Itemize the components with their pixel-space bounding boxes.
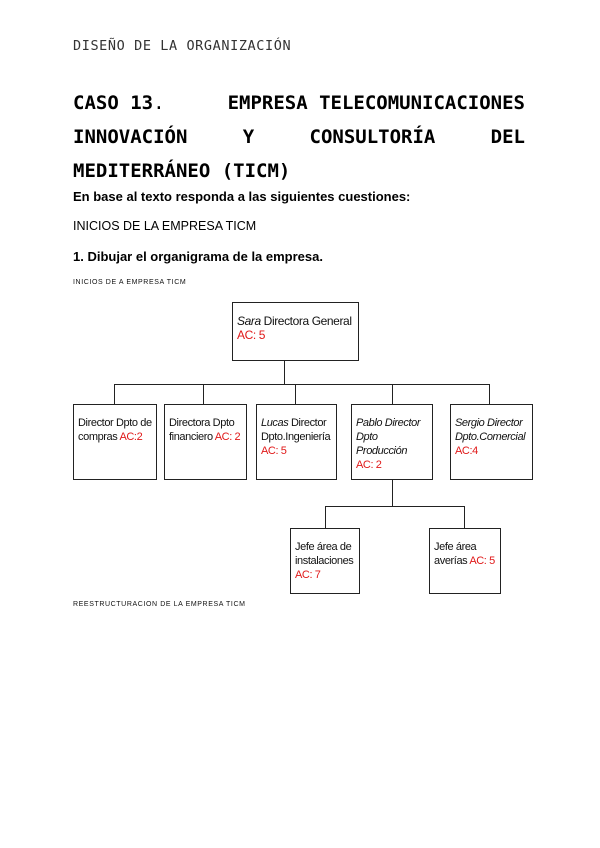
connector-root [284, 361, 285, 384]
title-company-part1: EMPRESA TELECOMUNICACIONES [227, 92, 525, 114]
connector-production [392, 480, 393, 506]
org-box-produccion: Pablo Director Dpto Producción AC: 2 [351, 404, 433, 480]
title-line-1: CASO 13. EMPRESA TELECOMUNICACIONES [73, 86, 525, 120]
section-heading: INICIOS DE LA EMPRESA TICM [73, 219, 257, 233]
connector-l1 [203, 384, 204, 405]
org-role: Directora Dpto financiero [169, 417, 235, 443]
org-ac: AC:4 [455, 445, 478, 457]
title-line-2: INNOVACIÓN Y CONSULTORÍA DEL [73, 120, 525, 154]
org-ac: AC: 5 [237, 328, 266, 342]
title-line-3: MEDITERRÁNEO (TICM) [73, 160, 291, 182]
org-ac: AC: 2 [214, 431, 241, 443]
intro-text: En base al texto responda a las siguient… [73, 189, 411, 204]
org-box-averias: Jefe área averías AC: 5 [429, 528, 501, 594]
org-person-name: Sergio Director Dpto.Comercial [455, 417, 526, 443]
org-person-name: Pablo Director Dpto Producción [356, 417, 421, 457]
org-box-instalaciones: Jefe área de instalaciones AC: 7 [290, 528, 360, 594]
title-word: INNOVACIÓN [73, 126, 188, 148]
org-role: Jefe área averías [434, 541, 477, 567]
org-person-name: Sara [237, 314, 261, 328]
connector-l2 [464, 506, 465, 528]
title-dot: . [153, 92, 165, 114]
title-word: Y [242, 126, 255, 148]
connector-l1 [489, 384, 490, 405]
title-word: CONSULTORÍA [309, 126, 436, 148]
connector-level1-bar [114, 384, 490, 385]
org-role: Director Dpto de compras [78, 417, 152, 443]
case-title: CASO 13. EMPRESA TELECOMUNICACIONES INNO… [73, 86, 525, 188]
connector-level2-bar [325, 506, 465, 507]
org-role: Jefe área de instalaciones [295, 541, 354, 567]
connector-l1 [392, 384, 393, 405]
question-1: 1. Dibujar el organigrama de la empresa. [73, 249, 323, 264]
org-ac: AC: 5 [261, 445, 287, 457]
connector-l2 [325, 506, 326, 528]
org-role: Director Dpto.Ingeniería [261, 417, 331, 443]
org-box-financiero: Directora Dpto financiero AC: 2 [164, 404, 247, 480]
footer-caption: REESTRUCTURACION DE LA EMPRESA TICM [73, 601, 246, 608]
org-box-compras: Director Dpto de compras AC:2 [73, 404, 157, 480]
org-role: Directora General [260, 314, 352, 328]
org-ac: AC: 5 [469, 555, 495, 567]
org-ac: AC:2 [119, 431, 143, 443]
chart-caption: INICIOS DE A EMPRESA TICM [73, 279, 187, 286]
title-case-number: CASO 13 [73, 92, 154, 114]
org-ac: AC: 7 [295, 569, 321, 581]
org-box-ingenieria: Lucas Director Dpto.Ingeniería AC: 5 [256, 404, 337, 480]
org-ac: AC: 2 [356, 459, 382, 471]
org-box-directora-general: Sara Directora General AC: 5 [232, 302, 359, 361]
connector-l1 [295, 384, 296, 405]
org-box-comercial: Sergio Director Dpto.Comercial AC:4 [450, 404, 533, 480]
document-header: DISEÑO DE LA ORGANIZACIÓN [73, 38, 292, 54]
connector-l1 [114, 384, 115, 405]
title-word: DEL [490, 126, 525, 148]
org-person-name: Lucas [261, 417, 289, 429]
